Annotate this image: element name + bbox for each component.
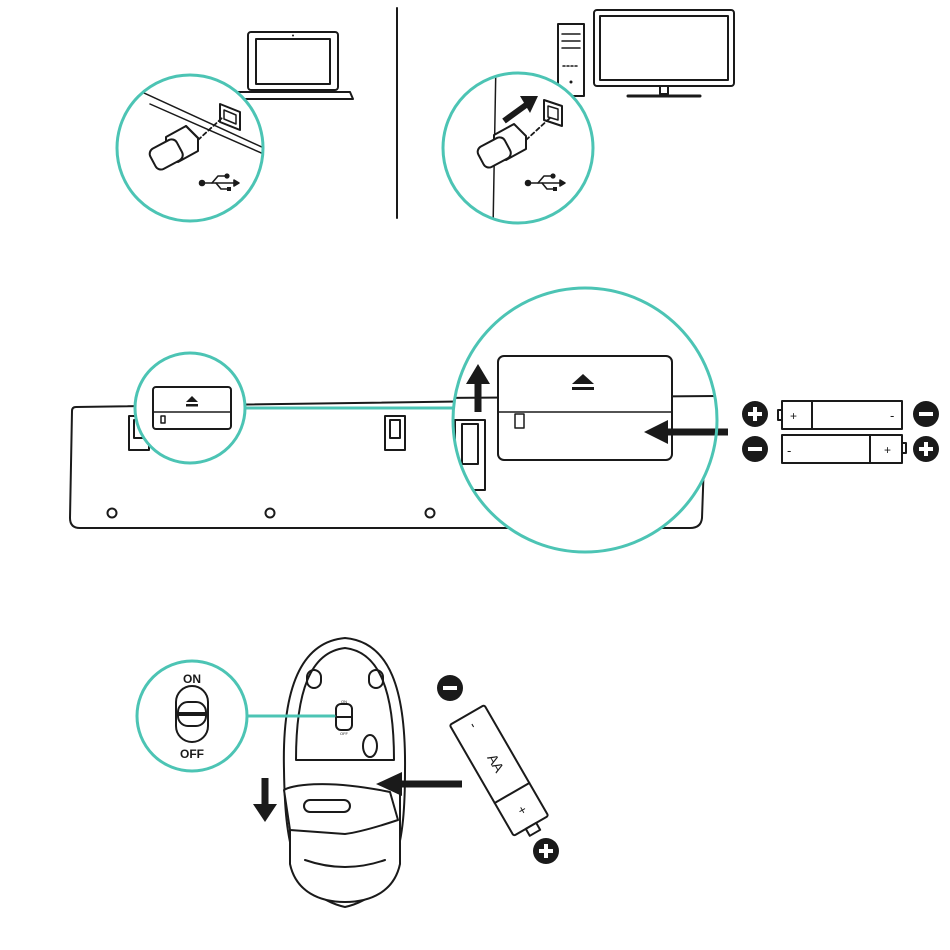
receiver-panel [110, 8, 734, 230]
battery-bottom-right-terminal: + [884, 443, 891, 457]
mouse-switch-on-small: ON [341, 699, 347, 704]
plus-circle-icon [913, 436, 939, 462]
keyboard-foot-right [385, 416, 405, 450]
minus-circle-icon [913, 401, 939, 427]
open-door-arrow-icon [253, 778, 277, 822]
plus-circle-icon [742, 401, 768, 427]
plus-circle-icon [533, 838, 559, 864]
mouse-switch-off-small: OFF [340, 731, 349, 736]
keyboard-panel: + - - + [70, 288, 939, 552]
laptop-illustration [233, 32, 353, 99]
keyboard-battery-bottom: - + [782, 435, 906, 463]
minus-circle-icon [437, 675, 463, 701]
battery-top-right-terminal: - [890, 408, 894, 423]
aa-battery: AA - + [450, 705, 553, 843]
mouse-switch-off-label: OFF [180, 747, 204, 761]
minus-circle-icon [742, 436, 768, 462]
mouse-panel: ON OFF ON OFF [137, 638, 559, 907]
keyboard-battery-top: + - [778, 401, 902, 429]
power-switch-zoom: ON OFF [137, 661, 247, 771]
mouse-body: ON OFF [284, 638, 405, 907]
monitor-illustration [594, 10, 734, 96]
battery-top-left-terminal: + [790, 409, 797, 423]
battery-bottom-left-terminal: - [787, 443, 791, 458]
battery-door-small-zoom [135, 353, 245, 463]
mouse-switch-on-label: ON [183, 672, 201, 686]
desktop-tower-illustration [558, 24, 584, 96]
